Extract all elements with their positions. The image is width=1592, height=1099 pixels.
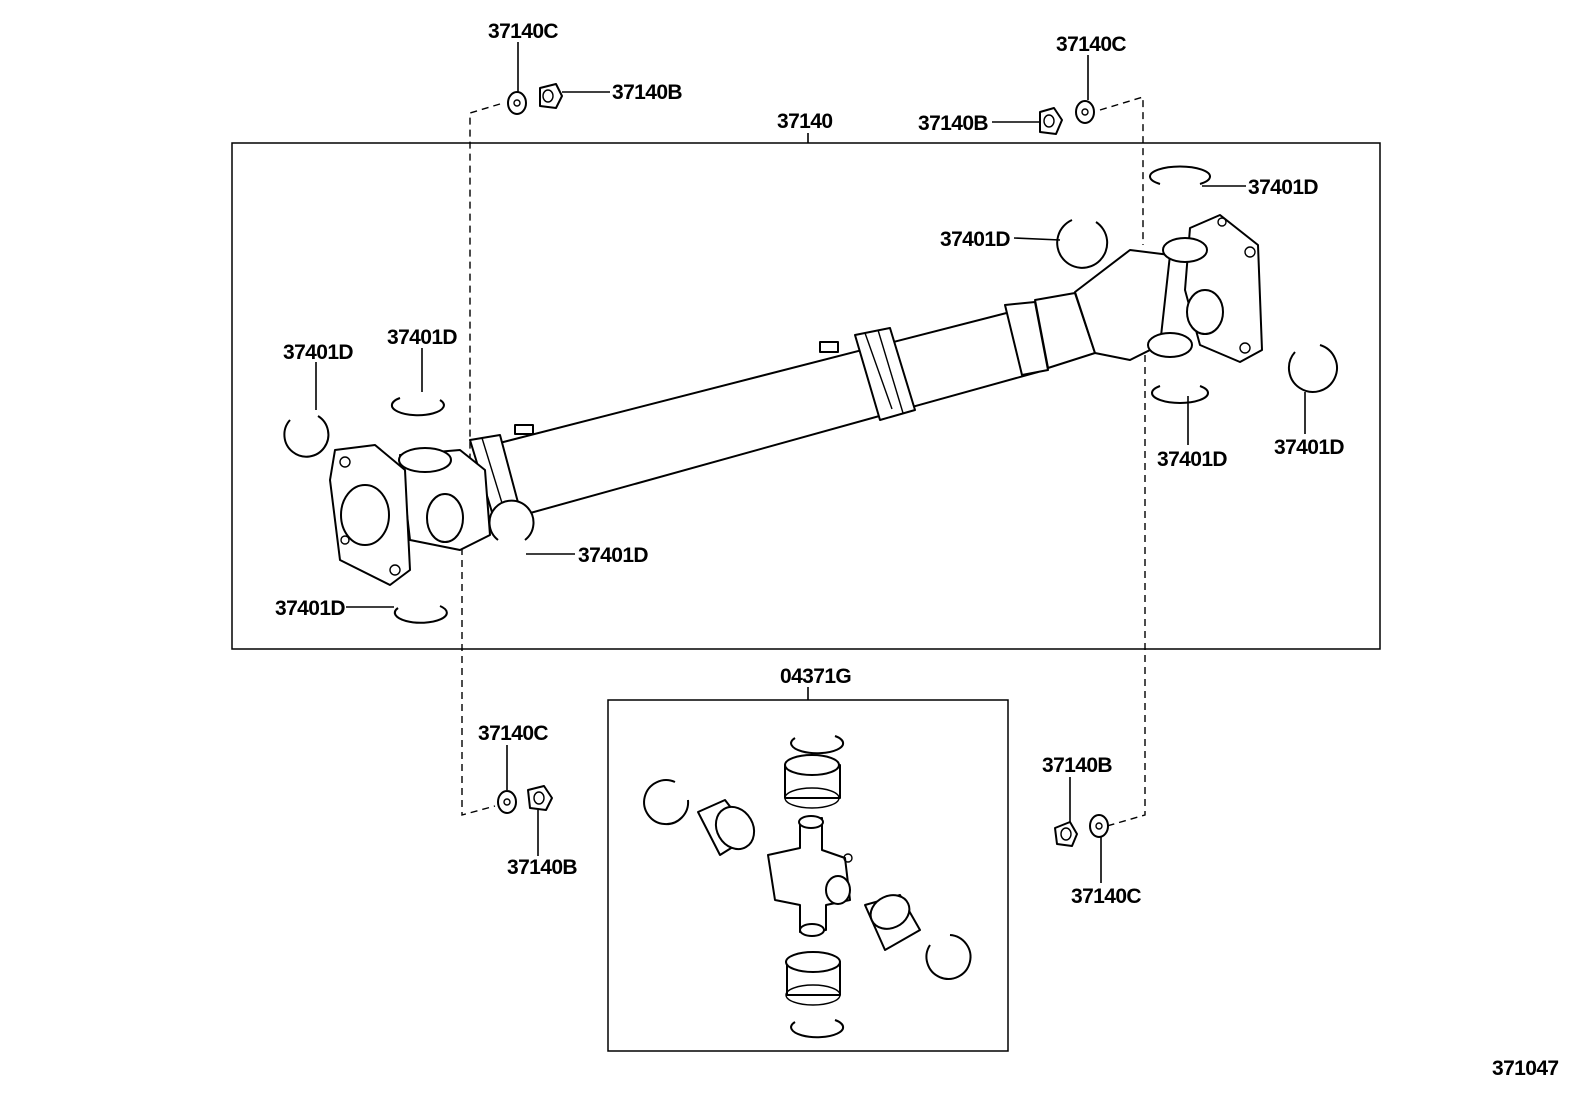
assembly-frame <box>231 142 1381 650</box>
snap-ring-left-outer <box>283 415 330 458</box>
label-04371g-uj-kit: 04371G <box>780 665 851 688</box>
washer-top-left <box>507 91 527 115</box>
label-37401d-right-lower-inner: 37401D <box>1157 448 1227 471</box>
nut-bottom-left <box>527 785 553 811</box>
snap-ring-left-inner <box>390 397 445 417</box>
snap-ring-right-lower-inner <box>1151 385 1209 404</box>
label-37140b-top-right: 37140B <box>918 112 988 135</box>
dashed-line-bottom-right <box>1106 355 1146 827</box>
uj-kit-parts <box>643 735 972 1039</box>
leader-lines <box>315 42 1306 883</box>
washer-bottom-right <box>1089 814 1109 838</box>
snap-ring-right-lower-outer <box>1287 344 1338 393</box>
label-37140b-top-left: 37140B <box>612 81 682 104</box>
snap-ring-center-upper <box>1056 219 1109 269</box>
label-37401d-right-lower-outer: 37401D <box>1274 436 1344 459</box>
nut-top-left <box>539 83 563 109</box>
label-37401d-left-outer: 37401D <box>283 341 353 364</box>
label-37140c-bottom-left: 37140C <box>478 722 548 745</box>
dashed-line-bottom-left <box>461 548 496 816</box>
nut-top-right <box>1039 107 1063 135</box>
dashed-line-top-left <box>469 103 501 470</box>
propeller-shaft <box>329 214 1263 586</box>
snap-ring-lower-left <box>393 605 448 624</box>
label-37401d-lower-left: 37401D <box>275 597 345 620</box>
label-37140-assembly: 37140 <box>777 110 832 133</box>
diagram-id: 371047 <box>1492 1057 1558 1080</box>
washer-bottom-left <box>497 790 517 814</box>
label-37140b-bottom-left: 37140B <box>507 856 577 879</box>
snap-ring-right-top <box>1149 165 1211 185</box>
label-37140c-bottom-right: 37140C <box>1071 885 1141 908</box>
label-37401d-center-upper: 37401D <box>940 228 1010 251</box>
washer-top-right <box>1075 100 1095 124</box>
label-37140c-top-left: 37140C <box>488 20 558 43</box>
label-37401d-right-top: 37401D <box>1248 176 1318 199</box>
label-37401d-left-inner: 37401D <box>387 326 457 349</box>
label-37140c-top-right: 37140C <box>1056 33 1126 56</box>
label-37140b-bottom-right: 37140B <box>1042 754 1112 777</box>
label-37401d-lower-center: 37401D <box>578 544 648 567</box>
dashed-line-top-right <box>1099 96 1144 245</box>
nut-bottom-right <box>1054 821 1078 847</box>
snap-ring-lower-center <box>488 499 535 541</box>
